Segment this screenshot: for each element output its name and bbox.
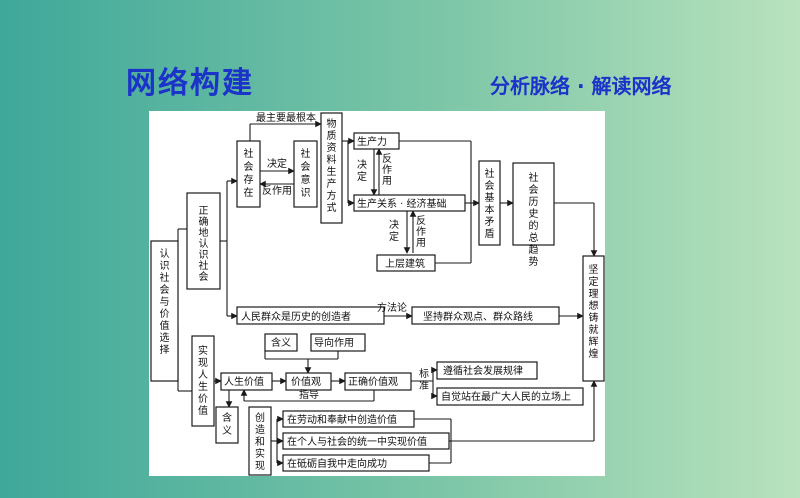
material-production-box [320, 112, 343, 224]
label-meaning: 含义 [271, 336, 291, 349]
label-reacts: 反作用 [262, 185, 292, 197]
label-basic-contradiction: 社会基本矛盾 [485, 167, 495, 240]
label-superstructure: 上层建筑 [385, 257, 425, 270]
relations-box [353, 194, 466, 212]
mass-line-box [411, 306, 560, 325]
label-general-trend: 社会历史的总趋势 [529, 171, 539, 268]
label-methodology: 方法论 [377, 301, 407, 314]
label-individual-society: 在个人与社会的统一中实现价值 [287, 435, 427, 448]
label-create-realize: 创造和实现 [255, 411, 265, 472]
label-decides-2: 决定 [357, 159, 367, 183]
label-social-consciousness: 社会意识 [301, 147, 311, 199]
label-masses: 人民群众是历史的创造者 [241, 310, 351, 323]
superstructure-box [376, 254, 436, 272]
label-material-production: 物质资料生产方式 [327, 117, 337, 214]
labels: 最主要最根本 决定 反作用 生产力 生产关系 · 经济基础 上层建筑 人民群众是… [224, 111, 571, 470]
labor-dedication-box [282, 410, 415, 428]
guiding-role-box [310, 333, 366, 352]
label-social-existence: 社会存在 [244, 147, 254, 199]
label-meaning-2: 含义 [222, 411, 232, 437]
concept-map: 最主要最根本 决定 反作用 生产力 生产关系 · 经济基础 上层建筑 人民群众是… [150, 111, 605, 476]
label-reacts-3: 反作用 [416, 215, 426, 249]
social-consciousness-box [293, 140, 318, 208]
people-stand-box [436, 387, 584, 406]
correct-value-view-box [344, 372, 412, 391]
label-guiding-role: 导向作用 [314, 336, 354, 349]
concept-map-panel: 最主要最根本 决定 反作用 生产力 生产关系 · 经济基础 上层建筑 人民群众是… [149, 111, 605, 476]
label-guide: 指导 [299, 388, 319, 401]
label-labor-dedication: 在劳动和奉献中创造价值 [287, 413, 397, 426]
masses-box [236, 306, 385, 325]
page-title: 网络构建 [126, 66, 254, 101]
create-realize-box [248, 406, 272, 476]
basic-contradiction-box [478, 160, 501, 246]
individual-society-box [282, 432, 450, 450]
vertical-labels: 认识社会与价值选择 正确地认识社会 实现人生价值 社会存在 社会意识 物质资料生… [160, 117, 599, 472]
label-value-view: 价值观 [291, 375, 321, 388]
firm-ideal-box [582, 255, 605, 382]
label-decides: 决定 [267, 157, 287, 170]
productive-forces-box [353, 132, 400, 150]
life-value-box [220, 372, 273, 391]
label-firm-ideal: 坚定理想铸就辉煌 [589, 264, 599, 360]
label-self-improvement: 在砥砺自我中走向成功 [287, 457, 387, 470]
meaning-box [264, 333, 298, 352]
label-people-stand: 自觉站在最广大人民的立场上 [441, 390, 571, 403]
label-life-value: 人生价值 [224, 375, 264, 388]
social-existence-box [236, 140, 261, 208]
label-most-fundamental: 最主要最根本 [256, 111, 316, 124]
value-view-box [285, 372, 332, 391]
label-reacts-2: 反作用 [382, 153, 392, 187]
branch-bottom-box [191, 335, 215, 427]
label-standard: 标准 [419, 368, 429, 392]
label-relations: 生产关系 · 经济基础 [357, 197, 447, 210]
branch-top-box [186, 192, 221, 290]
label-productive-forces: 生产力 [357, 135, 387, 148]
self-improvement-box [282, 454, 430, 472]
label-branch-top: 正确地认识社会 [199, 206, 209, 283]
label-correct-value-view: 正确价值观 [348, 375, 398, 388]
root-box [150, 240, 179, 382]
follow-law-box [436, 361, 538, 380]
label-root: 认识社会与价值选择 [160, 247, 170, 356]
label-branch-bottom: 实现人生价值 [198, 344, 208, 417]
meaning2-box [215, 406, 239, 444]
label-mass-line: 坚持群众观点、群众路线 [423, 310, 533, 323]
page-subtitle: 分析脉络 · 解读网络 [490, 74, 672, 98]
boxes [150, 112, 605, 476]
label-follow-law: 遵循社会发展规律 [443, 364, 523, 377]
connectors [177, 120, 598, 467]
label-decides-3: 决定 [389, 219, 399, 243]
general-trend-box [512, 162, 555, 246]
